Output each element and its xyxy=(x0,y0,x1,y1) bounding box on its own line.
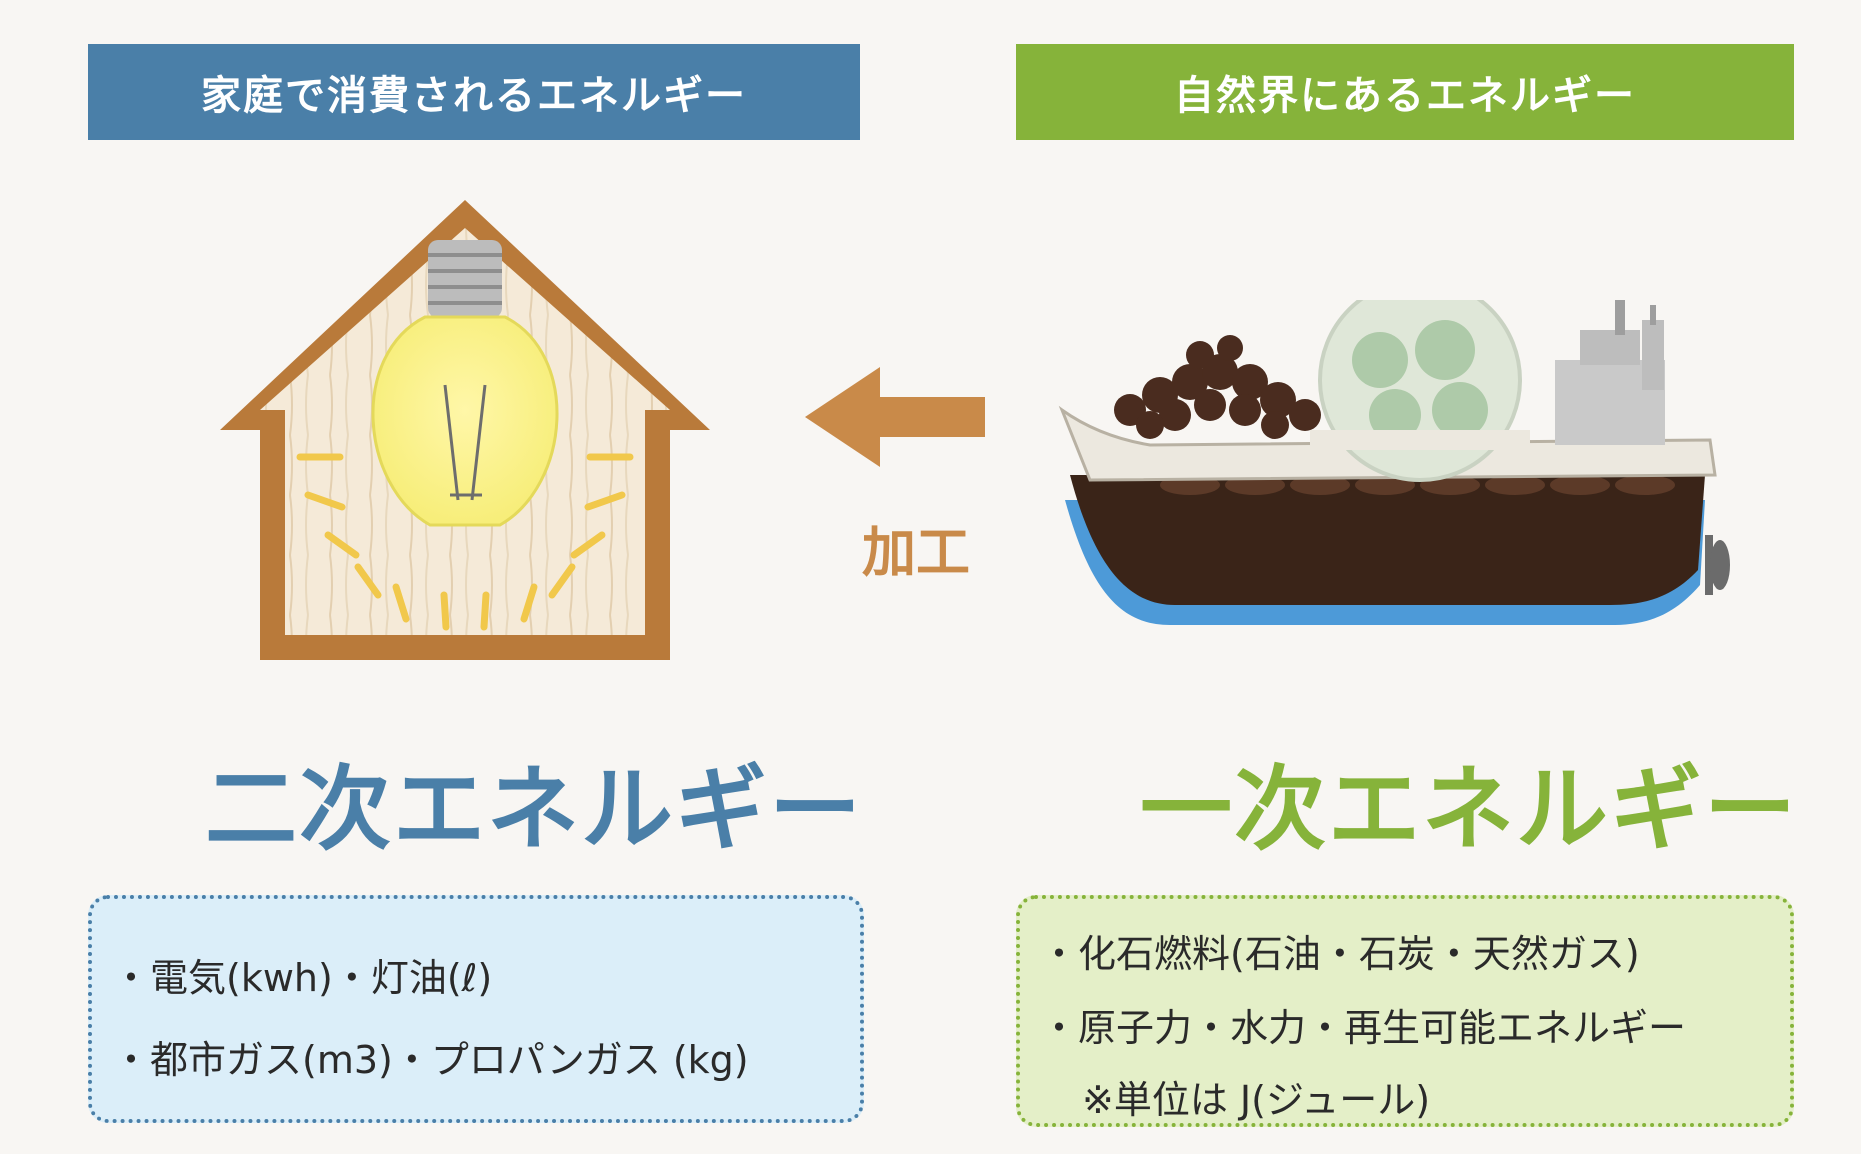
cargo-ship-icon xyxy=(1050,278,1780,640)
secondary-energy-item: ・都市ガス(m3)・プロパンガス (kg) xyxy=(112,1038,749,1082)
unit-note: ※単位は J(ジュール) xyxy=(1082,1078,1431,1122)
left-arrow-icon xyxy=(800,365,990,470)
natural-energy-banner: 自然界にあるエネルギー xyxy=(1016,44,1794,140)
primary-energy-examples-box: ・化石燃料(石油・石炭・天然ガス) ・原子力・水力・再生可能エネルギー ※単位は… xyxy=(1016,895,1794,1127)
secondary-energy-item: ・電気(kwh)・灯油(ℓ) xyxy=(112,956,493,1000)
primary-energy-item: ・化石燃料(石油・石炭・天然ガス) xyxy=(1040,932,1640,976)
household-energy-banner: 家庭で消費されるエネルギー xyxy=(88,44,860,140)
processing-label: 加工 xyxy=(862,521,970,584)
secondary-energy-title: 二次エネルギー xyxy=(205,756,864,863)
house-with-lightbulb-icon xyxy=(200,195,730,705)
secondary-energy-examples-box: ・電気(kwh)・灯油(ℓ) ・都市ガス(m3)・プロパンガス (kg) xyxy=(88,895,864,1123)
primary-energy-title: 一次エネルギー xyxy=(1140,756,1799,863)
primary-energy-item: ・原子力・水力・再生可能エネルギー xyxy=(1040,1006,1687,1050)
